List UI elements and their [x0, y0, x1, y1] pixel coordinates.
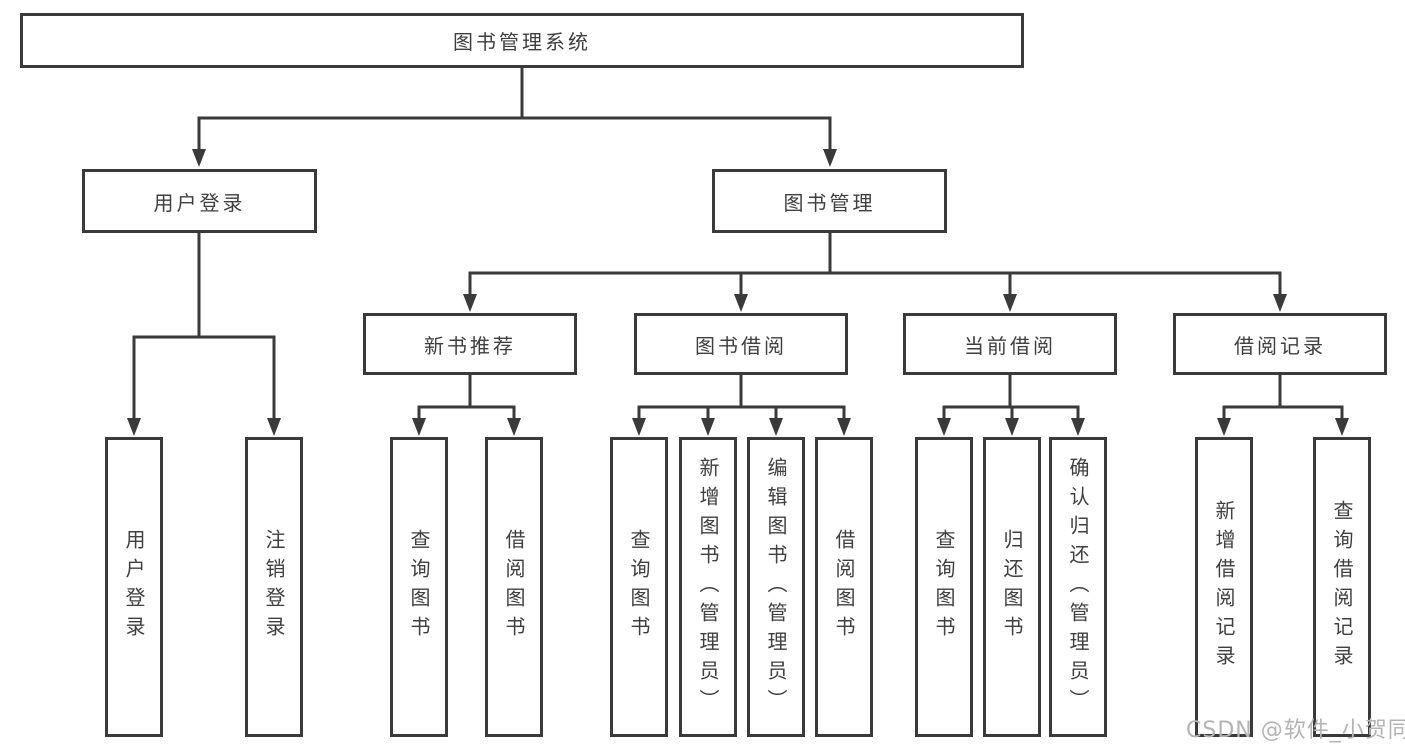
leaf-borrow-books-recommend: 借阅图书: [485, 437, 543, 737]
node-new-book-recommend: 新书推荐: [363, 313, 577, 375]
node-new-book-recommend-label: 新书推荐: [424, 333, 516, 358]
leaf-query-books-recommend-label: 查询图书: [407, 529, 431, 645]
leaf-borrow-books-2: 借阅图书: [815, 437, 873, 737]
node-borrow-records: 借阅记录: [1173, 313, 1387, 375]
node-book-borrow-label: 图书借阅: [695, 333, 787, 358]
leaf-logout-label: 注销登录: [262, 529, 286, 645]
leaf-confirm-return-admin-label: 确认归还（管理员）: [1066, 456, 1090, 718]
leaf-return-book-label: 归还图书: [1000, 529, 1024, 645]
leaf-user-login-label: 用户登录: [122, 529, 146, 645]
leaf-confirm-return-admin: 确认归还（管理员）: [1049, 437, 1107, 737]
node-book-management-label: 图书管理: [783, 190, 876, 215]
node-current-borrow: 当前借阅: [903, 313, 1117, 375]
leaf-borrow-books-recommend-label: 借阅图书: [502, 529, 526, 645]
leaf-add-borrow-record: 新增借阅记录: [1195, 437, 1253, 737]
leaf-query-borrow-record: 查询借阅记录: [1313, 437, 1371, 737]
leaf-logout: 注销登录: [245, 437, 303, 737]
node-current-borrow-label: 当前借阅: [964, 333, 1056, 358]
leaf-add-book-admin: 新增图书（管理员）: [679, 437, 737, 737]
leaf-edit-book-admin: 编辑图书（管理员）: [747, 437, 805, 737]
node-root: 图书管理系统: [20, 13, 1024, 68]
leaf-add-book-admin-label: 新增图书（管理员）: [696, 456, 720, 718]
node-borrow-records-label: 借阅记录: [1234, 333, 1326, 358]
leaf-query-books-current-label: 查询图书: [932, 529, 956, 645]
node-book-management: 图书管理: [712, 169, 947, 233]
leaf-query-books-current: 查询图书: [915, 437, 973, 737]
node-book-borrow: 图书借阅: [634, 313, 848, 375]
csdn-watermark: CSDN @软件_小贺同学: [1186, 718, 1405, 743]
node-user-login-label: 用户登录: [153, 190, 246, 215]
leaf-query-books-borrow: 查询图书: [610, 437, 668, 737]
leaf-query-borrow-record-label: 查询借阅记录: [1330, 500, 1354, 674]
leaf-return-book: 归还图书: [983, 437, 1041, 737]
leaf-edit-book-admin-label: 编辑图书（管理员）: [764, 456, 788, 718]
leaf-user-login: 用户登录: [105, 437, 163, 737]
leaf-add-borrow-record-label: 新增借阅记录: [1212, 500, 1236, 674]
node-user-login: 用户登录: [82, 169, 317, 233]
node-root-label: 图书管理系统: [453, 30, 591, 54]
leaf-query-books-recommend: 查询图书: [390, 437, 448, 737]
leaf-borrow-books-2-label: 借阅图书: [832, 529, 856, 645]
leaf-query-books-borrow-label: 查询图书: [627, 529, 651, 645]
